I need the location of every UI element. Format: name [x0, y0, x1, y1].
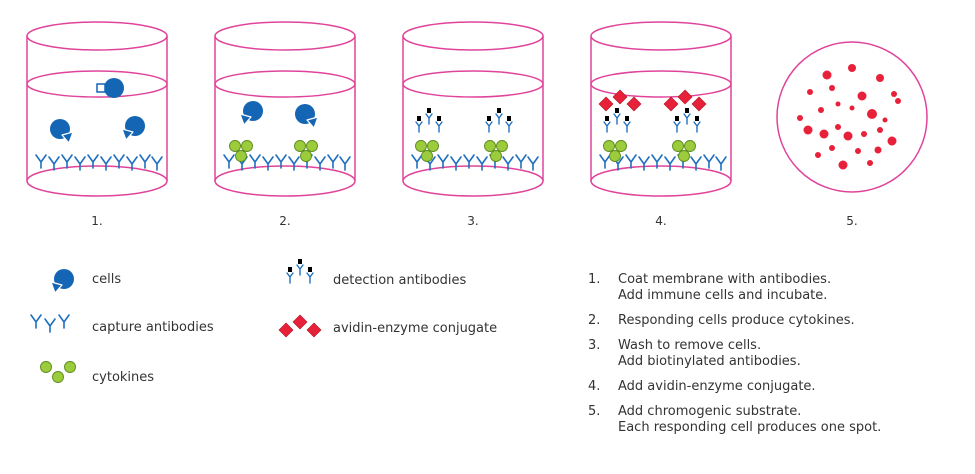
panel-2-label: 2. [279, 214, 291, 228]
panel-3-label: 3. [467, 214, 479, 228]
legend-capture-antibodies-label: capture antibodies [92, 320, 214, 335]
panel-2-well [214, 21, 356, 197]
cytokines [415, 140, 508, 162]
step-item: 2. Responding cells produce cytokines. [588, 313, 855, 328]
panel-5-label: 5. [846, 214, 858, 228]
spots [797, 64, 901, 170]
legend-cells-label: cells [92, 272, 122, 287]
legend-detection-antibodies-label: detection antibodies [333, 273, 467, 288]
capture-antibodies [36, 155, 162, 170]
panel-3-well [402, 21, 544, 197]
cell [49, 118, 74, 144]
panel-1-well [26, 21, 168, 197]
steps-list: 1. Coat membrane with antibodies.Add imm… [588, 272, 968, 445]
cytokines [603, 140, 696, 162]
legend-avidin-enzyme-conjugate-icon [278, 314, 322, 338]
legend-cytokines-label: cytokines [92, 370, 155, 385]
step-item: 3. Wash to remove cells.Add biotinylated… [588, 338, 801, 369]
panel-5-membrane [776, 41, 928, 193]
legend-detection-antibodies-icon [287, 259, 313, 283]
legend-capture-antibodies-icon [30, 314, 70, 333]
detection-antibodies [604, 108, 700, 132]
cytokines [229, 140, 318, 162]
panel-4-label: 4. [655, 214, 667, 228]
step-item: 5. Add chromogenic substrate.Each respon… [588, 404, 882, 435]
panel-1-label: 1. [91, 214, 103, 228]
cell [96, 78, 124, 98]
legend-cell-icon [50, 268, 75, 294]
cell [121, 115, 146, 141]
cell [239, 100, 264, 126]
detection-antibodies [416, 108, 512, 132]
legend-cytokines-icon [40, 361, 76, 383]
panel-4-well [590, 21, 732, 197]
legend-avidin-enzyme-conjugate-label: avidin-enzyme conjugate [333, 321, 498, 336]
step-item: 4. Add avidin-enzyme conjugate. [588, 379, 816, 394]
cell [294, 103, 319, 129]
step-item: 1. Coat membrane with antibodies.Add imm… [588, 272, 832, 303]
